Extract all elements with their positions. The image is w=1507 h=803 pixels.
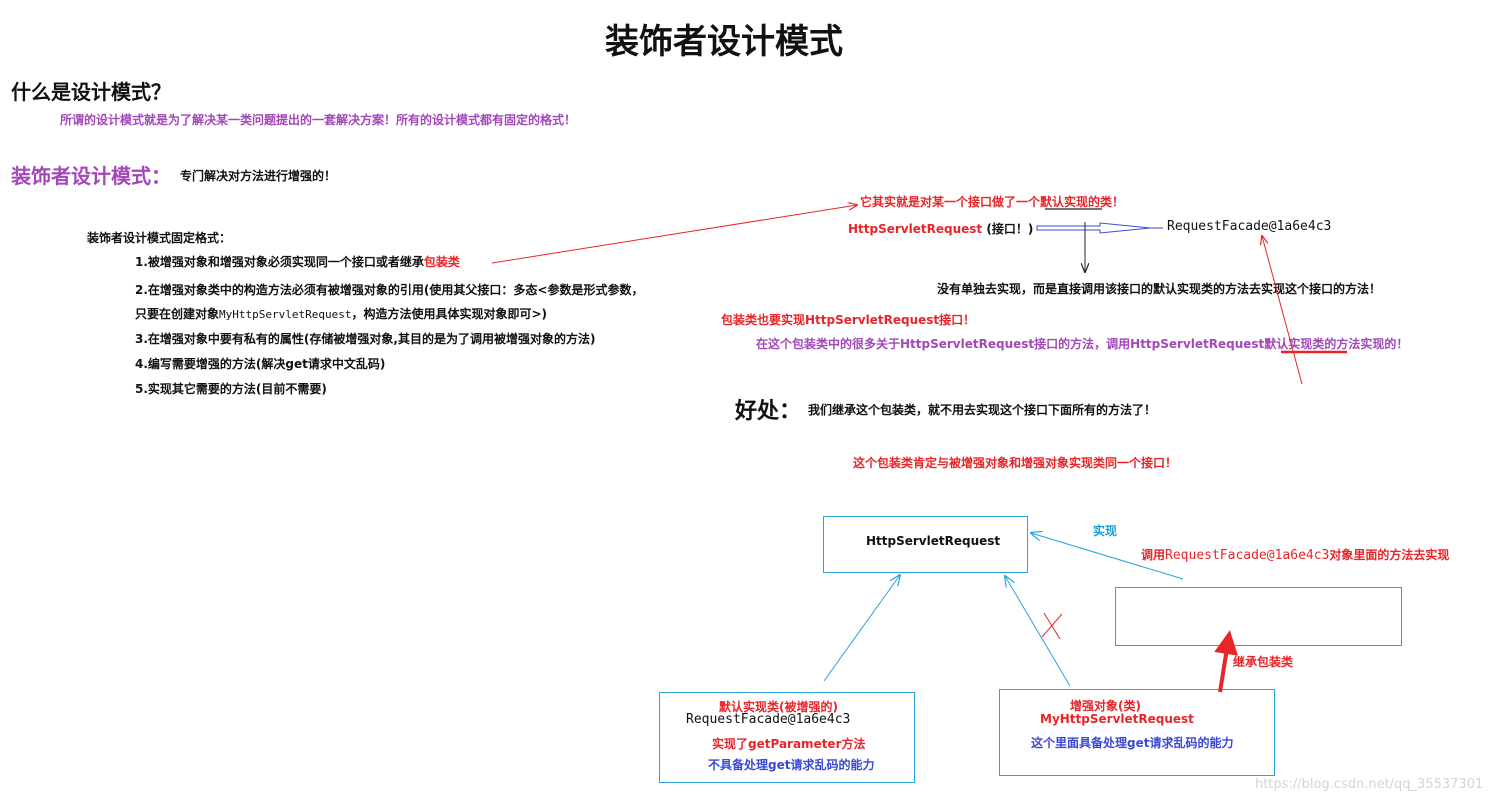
benefit-text: 我们继承这个包装类，就不用去实现这个接口下面所有的方法了！: [808, 403, 1157, 417]
facade-label: RequestFacade@1a6e4c3: [1167, 219, 1332, 234]
section-heading-what-is-pattern: 什么是设计模式？: [11, 80, 171, 104]
cross-mark: [1041, 613, 1063, 638]
pattern-definition: 所谓的设计模式就是为了解决某一类问题提出的一套解决方案！所有的设计模式都有固定的…: [60, 113, 577, 127]
benefit-title: 好处：: [735, 399, 802, 424]
interface-to-facade-arrow: [1036, 222, 1151, 234]
rule-2-prefix: 只要在创建对象: [135, 307, 220, 321]
default-box-line1: 默认实现类(被增强的): [719, 700, 838, 714]
call-suffix: 对象里面的方法去实现: [1329, 548, 1450, 562]
call-facade-label: 调用RequestFacade@1a6e4c3对象里面的方法去实现: [1141, 546, 1449, 563]
rule-1-highlight: 包装类: [423, 255, 460, 269]
page-title: 装饰者设计模式: [605, 22, 843, 62]
interface-label: HttpServletRequest (接口！): [848, 220, 1033, 237]
default-to-interface-arrow: [823, 575, 900, 682]
wrapper-box: [1115, 587, 1402, 646]
default-box-line4: 不具备处理get请求乱码的能力: [708, 758, 875, 772]
wrapper-methods-c: 的方法实现的！: [1324, 337, 1409, 351]
decorator-subtitle: 专门解决对方法进行增强的！: [180, 169, 337, 183]
rule-2-code: MyHttpServletRequest: [219, 308, 352, 321]
call-prefix: 调用: [1141, 548, 1166, 562]
enhanced-box-line3: 这个里面具备处理get请求乱码的能力: [1031, 736, 1234, 750]
no-direct-impl-note: 没有单独去实现，而是直接调用该接口的默认实现类的方法去实现这个接口的方法！: [937, 282, 1382, 296]
rule-5: 5.实现其它需要的方法(目前不需要): [135, 382, 327, 396]
enhanced-to-interface-arrow: [1005, 576, 1071, 687]
watermark: https://blog.csdn.net/qq_35537301: [1255, 777, 1484, 792]
call-code: RequestFacade@1a6e4c3: [1165, 548, 1330, 563]
rule-1: 1.被增强对象和增强对象必须实现同一个接口或者继承包装类: [135, 253, 460, 270]
rule-4: 4.编写需要增强的方法(解决get请求中文乱码): [135, 357, 386, 371]
enhanced-box: 增强对象(类) MyHttpServletRequest 这个里面具备处理get…: [999, 689, 1275, 776]
wrapper-to-note-arrow: [491, 205, 857, 264]
rule-3: 3.在增强对象中要有私有的属性(存储被增强对象,其目的是为了调用被增强对象的方法…: [135, 332, 596, 346]
wrapper-must-note: 包装类也要实现HttpServletRequest接口！: [721, 313, 976, 327]
inherit-wrapper-label: 继承包装类: [1233, 655, 1294, 669]
rule-2-line-2: 只要在创建对象MyHttpServletRequest，构造方法使用具体实现对象…: [135, 305, 547, 322]
rule-2-suffix: ，构造方法使用具体实现对象即可>): [351, 307, 548, 321]
wrapper-methods-b: 默认实现类: [1264, 337, 1325, 351]
wrapper-methods-a: 在这个包装类中的很多关于HttpServletRequest接口的方法，调用Ht…: [756, 337, 1265, 351]
same-interface-note: 这个包装类肯定与被增强对象和增强对象实现类同一个接口！: [853, 456, 1178, 470]
format-title: 装饰者设计模式固定格式：: [87, 231, 232, 245]
section-heading-decorator: 装饰者设计模式：: [11, 164, 171, 188]
note-default-impl: 它其实就是对某一个接口做了一个默认实现的类！: [860, 195, 1125, 209]
interface-box-label: HttpServletRequest: [866, 534, 1001, 548]
enhanced-box-line2: MyHttpServletRequest: [1040, 712, 1194, 726]
rule-2-line-1: 2.在增强对象类中的构造方法必须有被增强对象的引用(使用其父接口：多态<参数是形…: [135, 283, 644, 297]
default-box-line3: 实现了getParameter方法: [712, 737, 866, 751]
wrapper-methods-note: 在这个包装类中的很多关于HttpServletRequest接口的方法，调用Ht…: [756, 335, 1408, 352]
rule-1-text: 1.被增强对象和增强对象必须实现同一个接口或者继承: [135, 255, 424, 269]
interface-name: HttpServletRequest: [848, 222, 983, 236]
interface-box: HttpServletRequest: [823, 516, 1028, 573]
interface-suffix: (接口！): [986, 222, 1034, 236]
implements-label: 实现: [1093, 524, 1118, 538]
enhanced-box-line1: 增强对象(类): [1070, 699, 1141, 713]
inherit-arrow: [1214, 630, 1238, 693]
default-box-line2: RequestFacade@1a6e4c3: [686, 712, 851, 727]
default-impl-box: 默认实现类(被增强的) RequestFacade@1a6e4c3 实现了get…: [659, 692, 915, 783]
underline-to-facade-arrow: [1262, 236, 1303, 385]
